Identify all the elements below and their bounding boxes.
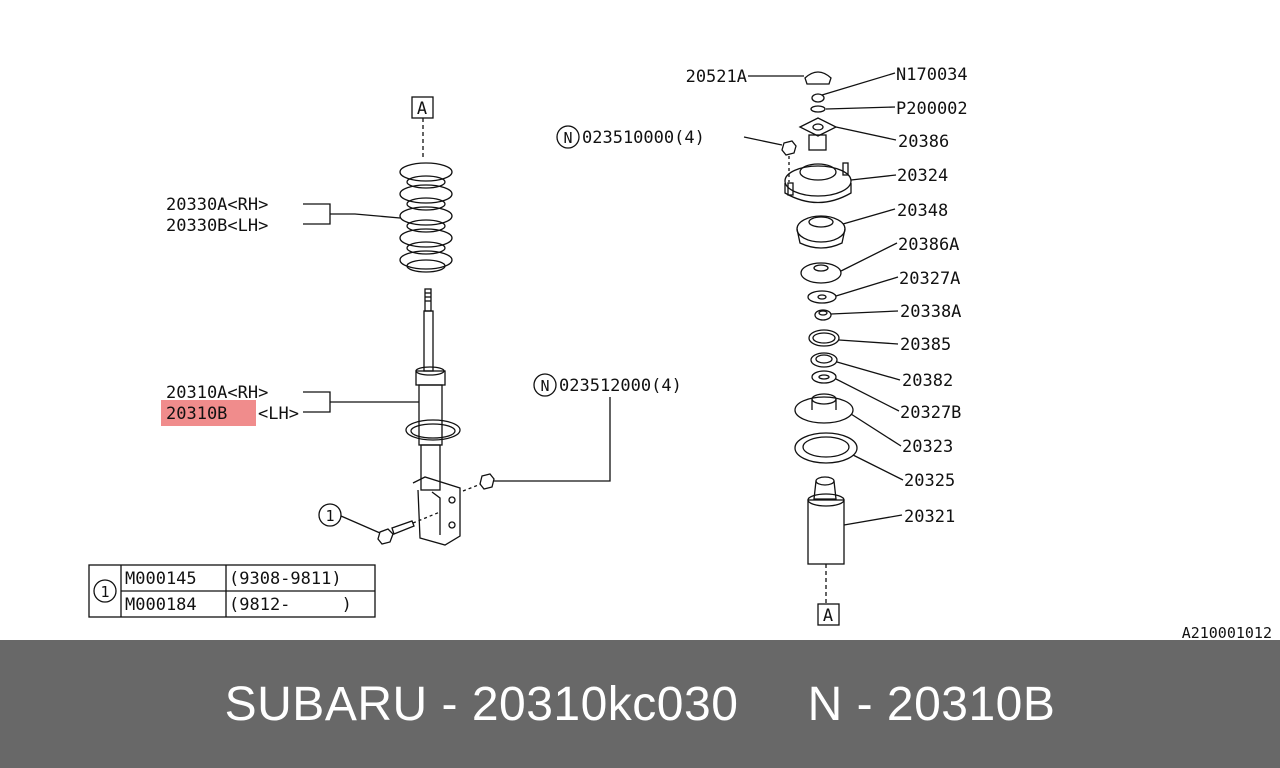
label-strut-lh-side: <LH> <box>258 404 299 424</box>
part-label-20327A: 20327A <box>899 269 960 289</box>
label-spring-lh: 20330B<LH> <box>166 216 268 236</box>
table-code-1: M000145 <box>125 569 197 589</box>
selected-part-highlight <box>161 400 256 426</box>
part-label-20382: 20382 <box>902 371 953 391</box>
ref-label-top: A <box>417 99 427 119</box>
part-label-N170034: N170034 <box>896 65 968 85</box>
part-label-20386A: 20386A <box>898 235 959 255</box>
part-label-20348: 20348 <box>897 201 948 221</box>
piston-rod <box>423 288 434 372</box>
variant-table <box>88 564 376 618</box>
part-label-20338A: 20338A <box>900 302 961 322</box>
diagram-id: A210001012 <box>1182 624 1272 640</box>
ref-box-bottom <box>817 603 840 626</box>
footer-title: SUBARU - 20310kc030 N - 20310B <box>224 677 1056 731</box>
coil-spring <box>399 162 453 273</box>
label-strut-lh-code: 20310B <box>166 404 227 424</box>
part-label-20386: 20386 <box>898 132 949 152</box>
table-range-1: (9308-9811) <box>229 569 342 589</box>
bolt-callout: 1 <box>325 507 334 525</box>
part-label-20323: 20323 <box>902 437 953 457</box>
nut-upper-circle: N <box>563 129 572 147</box>
ref-label-bottom: A <box>823 606 833 626</box>
table-range-2: (9812- ) <box>229 595 352 615</box>
part-label-20385: 20385 <box>900 335 951 355</box>
part-label-20321: 20321 <box>904 507 955 527</box>
part-label-20325: 20325 <box>904 471 955 491</box>
table-code-2: M000184 <box>125 595 197 615</box>
part-label-20324: 20324 <box>897 166 948 186</box>
footer-bar: SUBARU - 20310kc030 N - 20310B <box>0 640 1280 768</box>
part-label-20327B: 20327B <box>900 403 961 423</box>
bracket-bolt <box>377 511 441 545</box>
part-label-20521A: 20521A <box>686 67 747 87</box>
parts-diagram: A A 20330A<RH> 20330B<LH> 20310A<RH> 203… <box>88 65 1272 640</box>
label-spring-rh: 20330A<RH> <box>166 195 268 215</box>
mount-stack <box>743 71 904 604</box>
strut-body <box>405 366 461 546</box>
label-strut-rh: 20310A<RH> <box>166 383 268 403</box>
table-callout: 1 <box>100 583 109 601</box>
nut-lower-label: 023512000(4) <box>559 376 682 396</box>
bracket-nut <box>462 473 495 492</box>
nut-upper-label: 023510000(4) <box>582 128 705 148</box>
nut-lower-circle: N <box>540 377 549 395</box>
part-label-P200002: P200002 <box>896 99 968 119</box>
